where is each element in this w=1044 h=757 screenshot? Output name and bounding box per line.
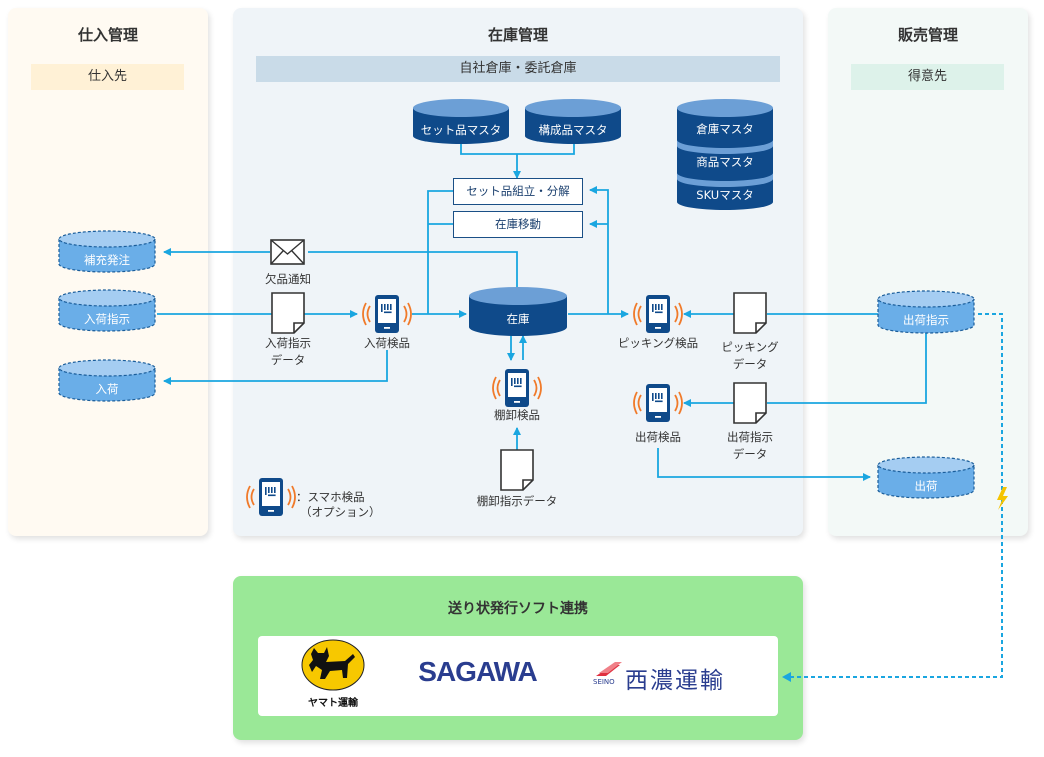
db-shipping-instruction[interactable]: 出荷指示 — [903, 313, 949, 327]
receiving-instruction-label-2: データ — [270, 353, 306, 367]
shortage-notice-label: 欠品通知 — [265, 272, 311, 286]
stocktake-instruction-label: 棚卸指示データ — [476, 494, 558, 508]
lightning-icon — [997, 487, 1008, 510]
product-master[interactable]: 商品マスタ — [696, 155, 754, 169]
yamato-name: ヤマト運輸 — [308, 698, 358, 709]
seino-logo-icon — [596, 662, 622, 676]
shipping-document-icon — [733, 382, 767, 424]
shipping-inspection-label: 出荷検品 — [635, 430, 681, 444]
sales-panel: 販売管理 得意先 — [828, 8, 1028, 536]
sku-master[interactable]: SKUマスタ — [696, 188, 754, 202]
sagawa-logo: SAGAWA — [418, 656, 537, 687]
warehouse-band: 自社倉庫・委託倉庫 — [256, 56, 780, 82]
stock-cylinder — [469, 287, 567, 336]
receiving-phone-icon — [362, 294, 412, 334]
master-cylinders — [413, 99, 773, 210]
seino-sub: SEINO — [593, 678, 615, 686]
envelope-icon — [270, 239, 305, 265]
db-shipping[interactable]: 出荷 — [914, 479, 938, 493]
picking-document-icon — [733, 292, 767, 334]
component-master[interactable]: 構成品マスタ — [538, 123, 608, 137]
carrier-link-arrow — [782, 672, 791, 682]
customer-band: 得意先 — [851, 64, 1004, 90]
seino-name: 西濃運輸 — [625, 668, 725, 694]
legend-line-1: ：スマホ検品 — [296, 490, 365, 504]
sales-title: 販売管理 — [897, 26, 958, 44]
stocktake-document-icon — [500, 449, 534, 491]
shipping-instruction-label-2: データ — [732, 447, 768, 461]
supplier-band: 仕入先 — [31, 64, 184, 90]
shipping-phone-icon — [633, 383, 683, 423]
picking-data-label-2: データ — [732, 357, 768, 371]
shipping-software-title: 送り状発行ソフト連携 — [448, 601, 588, 617]
picking-data-label-1: ピッキング — [721, 340, 779, 354]
legend-line-2: （オプション） — [300, 505, 381, 519]
purchasing-db-cylinders — [58, 230, 975, 499]
inventory-panel: 在庫管理 自社倉庫・委託倉庫 — [233, 8, 803, 536]
inventory-title: 在庫管理 — [487, 26, 548, 44]
receiving-instruction-label-1: 入荷指示 — [265, 336, 311, 350]
stock-label[interactable]: 在庫 — [506, 312, 530, 326]
shipping-instruction-label-1: 出荷指示 — [727, 430, 773, 444]
stocktake-phone-icon — [492, 368, 542, 408]
set-assembly-box[interactable]: セット品組立・分解 — [453, 178, 583, 205]
flow-lines — [157, 140, 927, 481]
yamato-logo-icon — [301, 639, 365, 691]
picking-phone-icon — [633, 294, 683, 334]
warehouse-master[interactable]: 倉庫マスタ — [696, 122, 754, 136]
picking-inspection-label: ピッキング検品 — [617, 336, 699, 350]
legend-phone-icon — [246, 477, 296, 517]
set-master[interactable]: セット品マスタ — [420, 123, 502, 137]
db-receiving-instruction[interactable]: 入荷指示 — [84, 312, 130, 326]
purchasing-title: 仕入管理 — [77, 26, 138, 44]
db-replenishment-order[interactable]: 補充発注 — [84, 253, 130, 267]
receiving-inspection-label: 入荷検品 — [364, 336, 410, 350]
db-receiving[interactable]: 入荷 — [95, 382, 119, 396]
receiving-document-icon — [271, 292, 305, 334]
stocktake-inspection-label: 棚卸検品 — [494, 408, 540, 422]
stock-transfer-box[interactable]: 在庫移動 — [453, 211, 583, 238]
